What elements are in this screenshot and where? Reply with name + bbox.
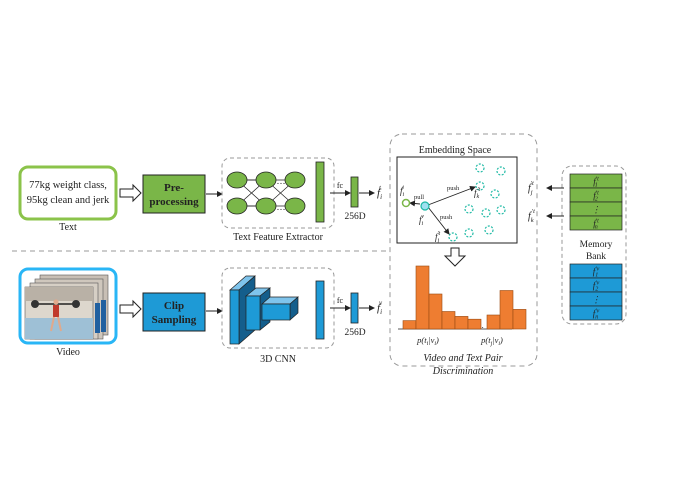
- hollow-arrow-text: [119, 183, 142, 203]
- extractor-output-bar: [315, 161, 325, 223]
- memory-bank-label-line1: Memory: [580, 240, 613, 250]
- text-input-line1: 77kg weight class,: [29, 180, 107, 191]
- embed-point-neg: [496, 205, 506, 215]
- fc-bottom-label: fc: [337, 296, 344, 305]
- preprocess-line1: Pre-: [164, 182, 184, 194]
- video-input: Video: [18, 267, 118, 358]
- push-label-j: push: [440, 214, 453, 221]
- histogram-bar: [467, 318, 482, 330]
- memory-arrow-label-fj: fj′t: [528, 180, 534, 196]
- text-feature-extractor: … … Text Feature Extractor: [221, 157, 335, 243]
- fc-bottom-vector: [350, 292, 359, 324]
- histogram-bar: [402, 320, 417, 330]
- pull-arrow: [409, 200, 421, 207]
- f-video-label: fiv: [377, 299, 383, 316]
- cnn-label: 3D CNN: [260, 354, 296, 365]
- fc-top-label: fc: [337, 181, 344, 190]
- embedding-space: Embedding Space pull push push fit fiv f…: [396, 145, 518, 244]
- push-arrow-j: [427, 206, 450, 235]
- histogram-bar: [454, 316, 469, 330]
- fc-top-vector: [350, 176, 359, 208]
- histogram-bar: [486, 314, 501, 330]
- text-extractor-label: Text Feature Extractor: [233, 232, 323, 243]
- clip-sampling-block: Clip Sampling: [142, 292, 206, 332]
- embed-point-neg: [490, 189, 500, 199]
- clip-sampling-line2: Sampling: [152, 314, 197, 326]
- histogram-bar: [441, 311, 456, 330]
- embed-point-neg: [448, 232, 458, 242]
- memory-cell-label: ⋮: [592, 205, 601, 215]
- text-input-line2: 95kg clean and jerk: [27, 195, 110, 206]
- preprocess-block: Pre- processing: [142, 174, 206, 214]
- histogram-bar: [415, 265, 430, 330]
- clip-sampling-line1: Clip: [164, 300, 184, 312]
- cnn-output-bar: [315, 280, 325, 340]
- memory-bank-panel: [561, 165, 627, 325]
- histogram-bar: [512, 309, 527, 330]
- histogram-bar: [428, 293, 443, 330]
- embed-point-neg: [475, 163, 485, 173]
- embed-point-neg: [464, 228, 474, 238]
- extractor-node: [226, 197, 248, 215]
- histogram-bar: [499, 290, 514, 330]
- hollow-arrow-video: [119, 299, 142, 319]
- extractor-node: [226, 171, 248, 189]
- dim-top-label: 256D: [344, 212, 365, 222]
- extractor-dots-bottom: …: [277, 202, 286, 212]
- text-input-label: Text: [59, 222, 77, 233]
- cnn-3d: 3D CNN: [221, 267, 335, 365]
- preprocess-line2: processing: [149, 196, 199, 208]
- embed-label-fiv: fiv: [419, 214, 424, 227]
- embed-point-text: [401, 198, 411, 208]
- embed-label-fit: fit: [400, 185, 405, 198]
- embed-label-fkt: fk′t: [474, 187, 481, 200]
- embedding-title: Embedding Space: [419, 145, 492, 156]
- embed-point-neg: [475, 181, 485, 191]
- push-arrow-k: [427, 185, 476, 206]
- memory-cell: [569, 305, 623, 321]
- embed-point-neg: [484, 225, 494, 235]
- discrimination-panel: [389, 133, 538, 367]
- embed-point-neg: [496, 166, 506, 176]
- memory-cell: [569, 215, 623, 231]
- f-text-label: fit: [377, 184, 382, 201]
- dim-bottom-label: 256D: [344, 328, 365, 338]
- embed-label-fjt: fj′t: [435, 231, 441, 244]
- hist-label-left: p(ti|vi): [416, 335, 439, 347]
- text-input: 77kg weight class, 95kg clean and jerk T…: [18, 165, 118, 233]
- memory-cell-label: ⋮: [592, 295, 601, 305]
- embed-point-neg: [464, 204, 474, 214]
- pull-label: pull: [414, 194, 424, 201]
- extractor-node: [255, 171, 277, 189]
- extractor-dots-top: …: [277, 176, 286, 186]
- hollow-arrow-down: [443, 247, 467, 267]
- memory-arrow-label-fk: fk′t: [528, 208, 535, 224]
- hist-label-right: p(tj|vi): [480, 335, 503, 347]
- embed-point-neg: [481, 208, 491, 218]
- discrimination-caption-line1: Video and Text Pair: [423, 353, 502, 364]
- extractor-node: [255, 197, 277, 215]
- embed-point-video: [420, 201, 430, 211]
- cnn-block-3: [261, 296, 299, 321]
- push-label-k: push: [447, 185, 460, 192]
- discrimination-caption-line2: Discrimination: [432, 366, 494, 377]
- video-input-label: Video: [56, 347, 80, 358]
- extractor-node: [284, 171, 306, 189]
- histogram: …: [398, 265, 527, 330]
- video-frames: [24, 274, 109, 340]
- extractor-node: [284, 197, 306, 215]
- memory-bank-label-line2: Bank: [586, 252, 606, 262]
